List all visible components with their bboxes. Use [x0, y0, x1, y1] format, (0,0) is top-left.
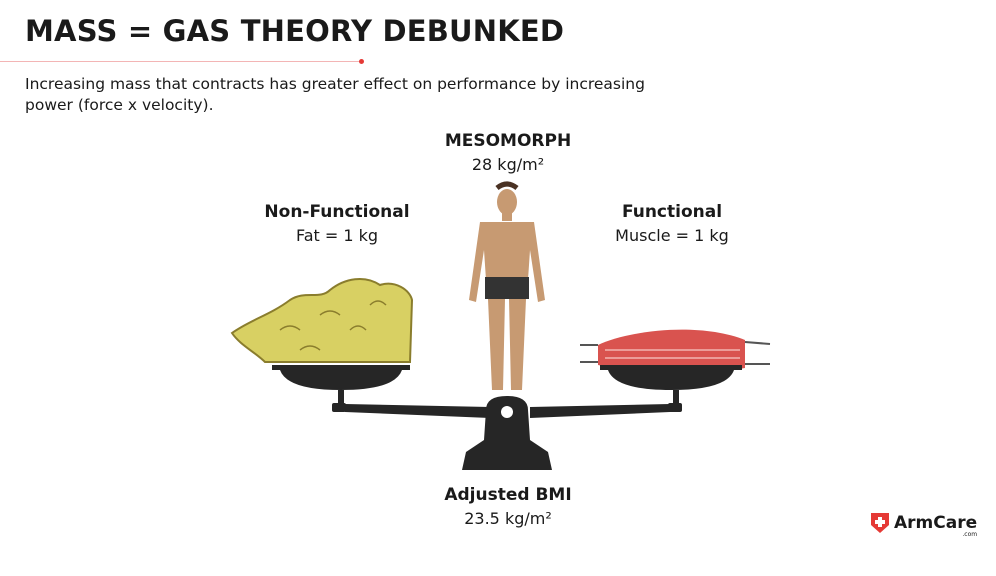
subtitle: Increasing mass that contracts has great… — [25, 75, 645, 114]
non-functional-heading: Non-Functional — [264, 202, 410, 222]
scale — [272, 365, 742, 470]
title-divider — [0, 61, 362, 62]
adjusted-bmi-label: Adjusted BMI 23.5 kg/m² — [398, 484, 618, 530]
adjusted-bmi-heading: Adjusted BMI — [444, 485, 572, 505]
functional-heading: Functional — [621, 202, 723, 222]
mesomorph-label: MESOMORPH 28 kg/m² — [398, 130, 618, 176]
adjusted-bmi-value: 23.5 kg/m² — [464, 509, 552, 528]
mesomorph-value: 28 kg/m² — [471, 155, 545, 174]
shield-cross-icon — [871, 513, 889, 533]
mesomorph-figure — [469, 181, 545, 390]
divider-dot — [359, 59, 364, 64]
logo-name: ArmCare — [894, 513, 978, 533]
page-title: MASS = GAS THEORY DEBUNKED — [25, 14, 565, 48]
mesomorph-heading: MESOMORPH — [444, 131, 572, 151]
logo-suffix: .com — [962, 531, 978, 538]
armcare-logo: ArmCare .com — [870, 512, 978, 538]
muscle-value: Muscle = 1 kg — [615, 226, 729, 245]
muscle-icon — [580, 329, 771, 373]
fat-value: Fat = 1 kg — [295, 226, 379, 245]
fat-icon — [230, 278, 414, 363]
